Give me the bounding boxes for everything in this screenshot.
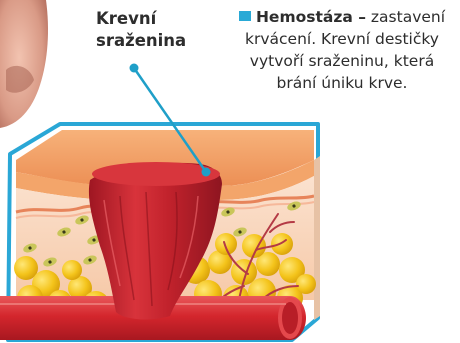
hemostasis-caption: Hemostáza – zastavení krvácení. Krevní d… [228,6,456,94]
square-bullet-icon [239,11,251,21]
hemostasis-caption-line-3: vytvoří sraženinu, která [228,50,456,72]
clot-label-line-1: Krevní [96,8,206,30]
hemostasis-caption-line-2: krvácení. Krevní destičky [228,28,456,50]
clot-label-line-2: sraženina [96,30,206,52]
nose-illustration [0,0,48,128]
hemostasis-text-1: zastavení [371,8,445,26]
hemostasis-caption-line-1: Hemostáza – zastavení [228,6,456,28]
hemostasis-term: Hemostáza – [256,8,366,26]
hemostasis-caption-line-4: brání úniku krve. [228,72,456,94]
clot-label: Krevní sraženina [96,8,206,52]
